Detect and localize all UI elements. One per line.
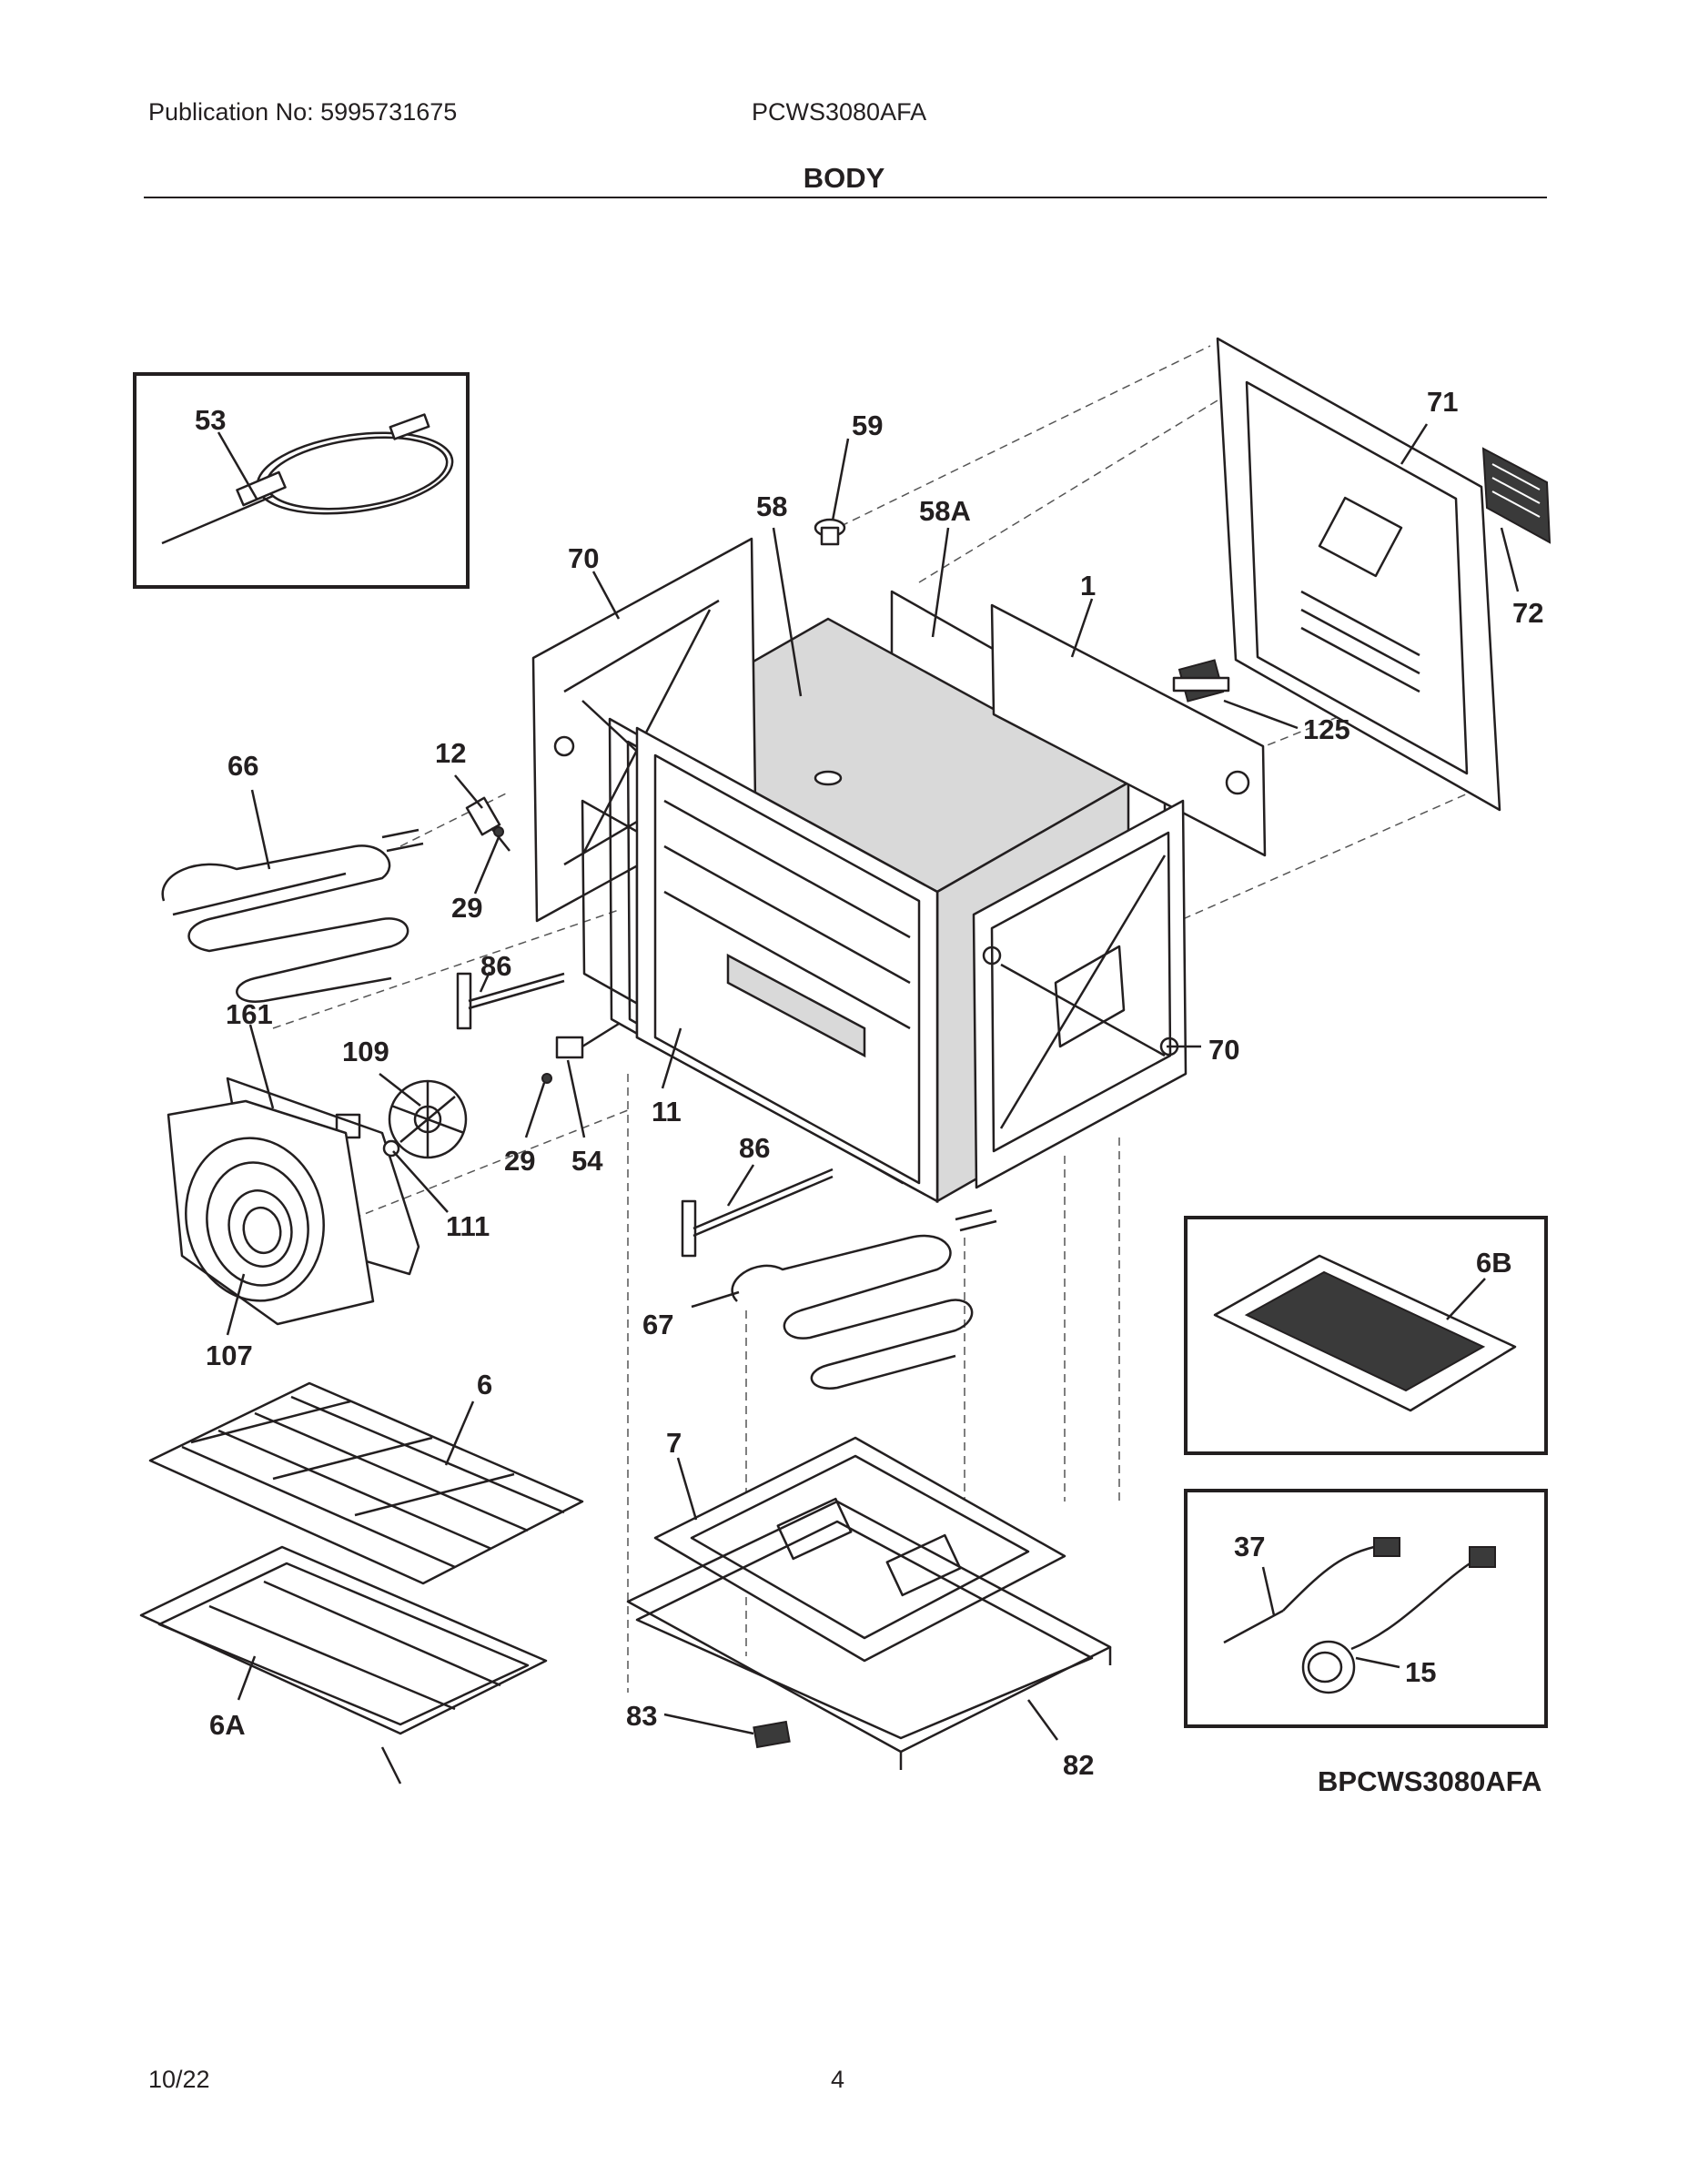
callout-6b: 6B bbox=[1476, 1247, 1512, 1279]
diagram-reference: BPCWS3080AFA bbox=[1318, 1765, 1541, 1797]
screw-part bbox=[541, 1073, 552, 1084]
page-number: 4 bbox=[831, 2066, 845, 2093]
glide-rack-part bbox=[139, 1545, 548, 1785]
alignment-lines bbox=[272, 345, 1493, 1693]
convection-motor-housing-part bbox=[167, 1099, 375, 1326]
callout-66: 66 bbox=[227, 750, 258, 782]
model-number: PCWS3080AFA bbox=[752, 98, 927, 126]
callout-107: 107 bbox=[206, 1340, 253, 1371]
callout-labels: 53 59 58 58A 70 1 71 72 125 12 66 29 161… bbox=[195, 386, 1543, 1781]
callout-82: 82 bbox=[1063, 1749, 1094, 1781]
callout-1: 1 bbox=[1080, 570, 1096, 602]
callout-109: 109 bbox=[342, 1036, 389, 1067]
broil-element-part bbox=[161, 828, 424, 1003]
callout-59: 59 bbox=[852, 410, 883, 441]
control-block-part bbox=[1172, 659, 1230, 703]
callout-86-upper: 86 bbox=[480, 950, 511, 982]
probe-inset-box bbox=[133, 372, 470, 589]
temperature-sensor-part bbox=[465, 796, 510, 852]
oven-sensor-part bbox=[1223, 1537, 1400, 1644]
callout-86-lower: 86 bbox=[739, 1132, 770, 1164]
callout-83: 83 bbox=[626, 1700, 657, 1732]
callout-70-right: 70 bbox=[1208, 1034, 1239, 1066]
callout-71: 71 bbox=[1427, 386, 1458, 418]
callout-58: 58 bbox=[756, 490, 787, 522]
callout-72: 72 bbox=[1512, 597, 1543, 629]
callout-15: 15 bbox=[1405, 1656, 1436, 1688]
callout-67: 67 bbox=[642, 1309, 673, 1340]
callout-6: 6 bbox=[477, 1369, 492, 1400]
callout-6a: 6A bbox=[209, 1709, 246, 1741]
callout-54: 54 bbox=[571, 1145, 603, 1177]
back-panel-part bbox=[1216, 337, 1501, 812]
oven-rack-part bbox=[148, 1381, 584, 1585]
bottom-tray-part bbox=[653, 1436, 1066, 1663]
airfry-inset-box bbox=[1184, 1216, 1548, 1455]
sensor-inset-box bbox=[1184, 1489, 1548, 1728]
right-side-panel-part bbox=[972, 799, 1188, 1189]
header-rule bbox=[144, 197, 1547, 198]
oven-cavity-part bbox=[635, 726, 939, 1203]
vent-grille-part bbox=[1481, 447, 1552, 544]
callout-12: 12 bbox=[435, 737, 466, 769]
right-rear-frame-part bbox=[990, 603, 1267, 857]
meat-probe-part bbox=[161, 413, 454, 545]
hinge-receptacle-part bbox=[753, 1720, 791, 1749]
latch-bracket-part bbox=[555, 1022, 620, 1059]
callout-29-lower: 29 bbox=[504, 1145, 535, 1177]
publication-number: Publication No: 5995731675 bbox=[148, 98, 458, 126]
bottom-panel-part bbox=[626, 1500, 1112, 1770]
section-title: BODY bbox=[803, 162, 885, 194]
callout-125: 125 bbox=[1303, 713, 1350, 745]
callout-11: 11 bbox=[652, 1096, 682, 1127]
footer-date: 10/22 bbox=[148, 2066, 210, 2093]
callout-37: 37 bbox=[1234, 1531, 1265, 1562]
bake-element-part bbox=[731, 1208, 997, 1390]
callout-53: 53 bbox=[195, 404, 226, 436]
fan-blade-part bbox=[388, 1079, 468, 1159]
rack-support-lower-part bbox=[681, 1168, 834, 1258]
callout-111: 111 bbox=[446, 1210, 490, 1242]
oven-light-part bbox=[1301, 1546, 1496, 1694]
leader-lines bbox=[217, 423, 1520, 1741]
rack-support-upper-part bbox=[456, 972, 565, 1030]
callout-7: 7 bbox=[666, 1427, 682, 1459]
callout-161: 161 bbox=[226, 998, 273, 1030]
callout-58a: 58A bbox=[919, 495, 971, 527]
screw-part bbox=[493, 826, 504, 837]
callout-29-upper: 29 bbox=[451, 892, 482, 924]
callout-70-left: 70 bbox=[568, 542, 599, 574]
top-sensor-part bbox=[814, 518, 846, 546]
airfry-basket-part bbox=[1213, 1254, 1517, 1412]
